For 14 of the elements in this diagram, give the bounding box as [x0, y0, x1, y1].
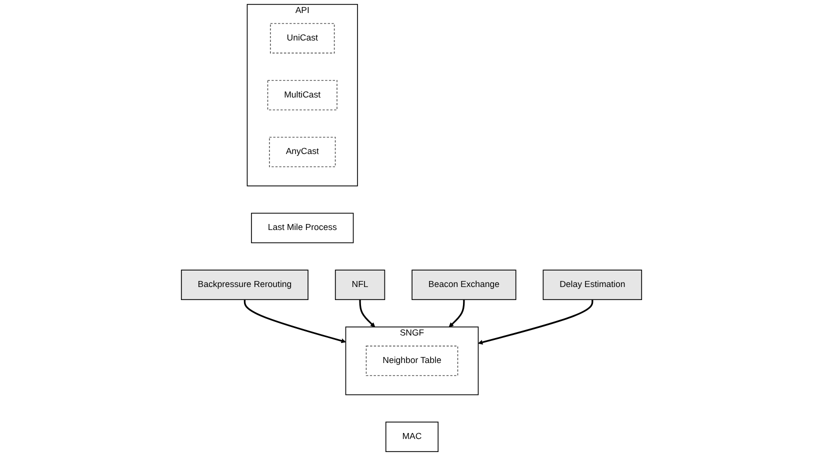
node-box: Delay Estimation [542, 270, 642, 300]
node-box: AnyCast [268, 136, 336, 168]
arrow [478, 300, 593, 345]
arrow [243, 300, 346, 344]
node-box: NFL [334, 270, 385, 300]
node-box: Neighbor Table [365, 346, 458, 376]
node-box: UniCast [270, 23, 334, 54]
node-box: Last Mile Process [250, 212, 354, 244]
arrow [448, 300, 464, 328]
node-box: MultiCast [266, 80, 337, 110]
node-box: Beacon Exchange [411, 270, 516, 300]
arrow [358, 300, 375, 328]
node-box: MAC [384, 422, 438, 452]
node-box: Backpressure Rerouting [180, 270, 308, 300]
